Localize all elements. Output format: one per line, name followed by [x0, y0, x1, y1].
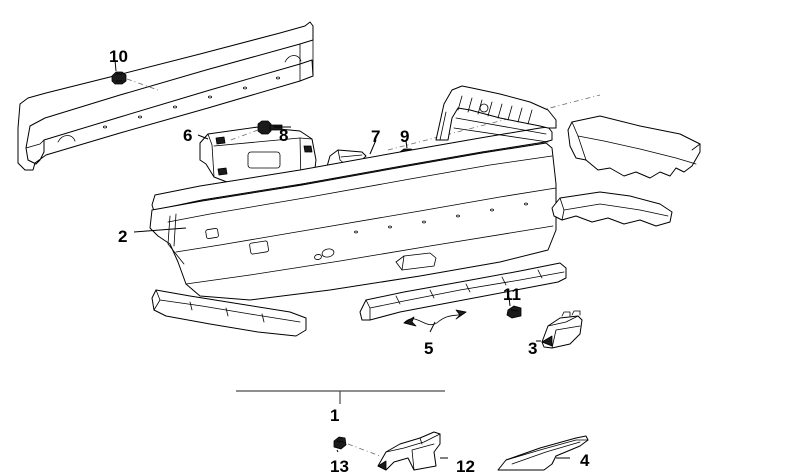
leader-2: [133, 227, 187, 233]
leader-6: [197, 134, 209, 140]
callout-11: 11: [503, 285, 521, 304]
leader-10: [114, 59, 117, 72]
leader-5: [429, 321, 436, 333]
part-12-support-bracket: [377, 431, 441, 471]
callout-6: 6: [183, 126, 193, 145]
callout-4: 4: [580, 451, 590, 470]
leader-dash-10: [126, 78, 159, 91]
callout-3: 3: [528, 339, 538, 358]
part-right-lower-trim: [551, 191, 673, 227]
fastener-13-clip: [333, 436, 347, 450]
callout-9: 9: [400, 127, 410, 146]
part-5-flexible-strip: [403, 309, 467, 327]
part-3-mounting-bracket: [541, 310, 583, 349]
assembly-bracket-1: [236, 390, 445, 404]
part-left-lower-strip: [151, 289, 307, 337]
part-right-upper-trim: [567, 115, 701, 179]
callout-5: 5: [424, 339, 434, 358]
callout-1: 1: [330, 406, 340, 425]
part-upper-bumper-cover: [17, 21, 314, 171]
part-4-reinforcement-rail: [497, 435, 589, 471]
leader-dash-13: [347, 443, 381, 457]
callout-13: 13: [330, 457, 349, 473]
part-2-bumper-trim-panel: [149, 126, 557, 301]
callout-8: 8: [279, 126, 289, 145]
callout-7: 7: [371, 127, 381, 146]
leader-dash-8: [227, 129, 259, 142]
callout-2: 2: [118, 227, 128, 246]
part-rear-body-shell: [435, 85, 557, 143]
leader-13: [336, 449, 339, 453]
fastener-10-clip: [111, 71, 127, 85]
fastener-11-clip: [506, 305, 522, 319]
leader-7: [369, 139, 377, 155]
leader-9: [405, 140, 408, 149]
leader-11: [508, 296, 511, 307]
callout-12: 12: [456, 457, 475, 473]
callout-10: 10: [109, 47, 128, 66]
leader-dash-7: [387, 94, 601, 151]
part-lower-centre-strip: [359, 262, 567, 321]
